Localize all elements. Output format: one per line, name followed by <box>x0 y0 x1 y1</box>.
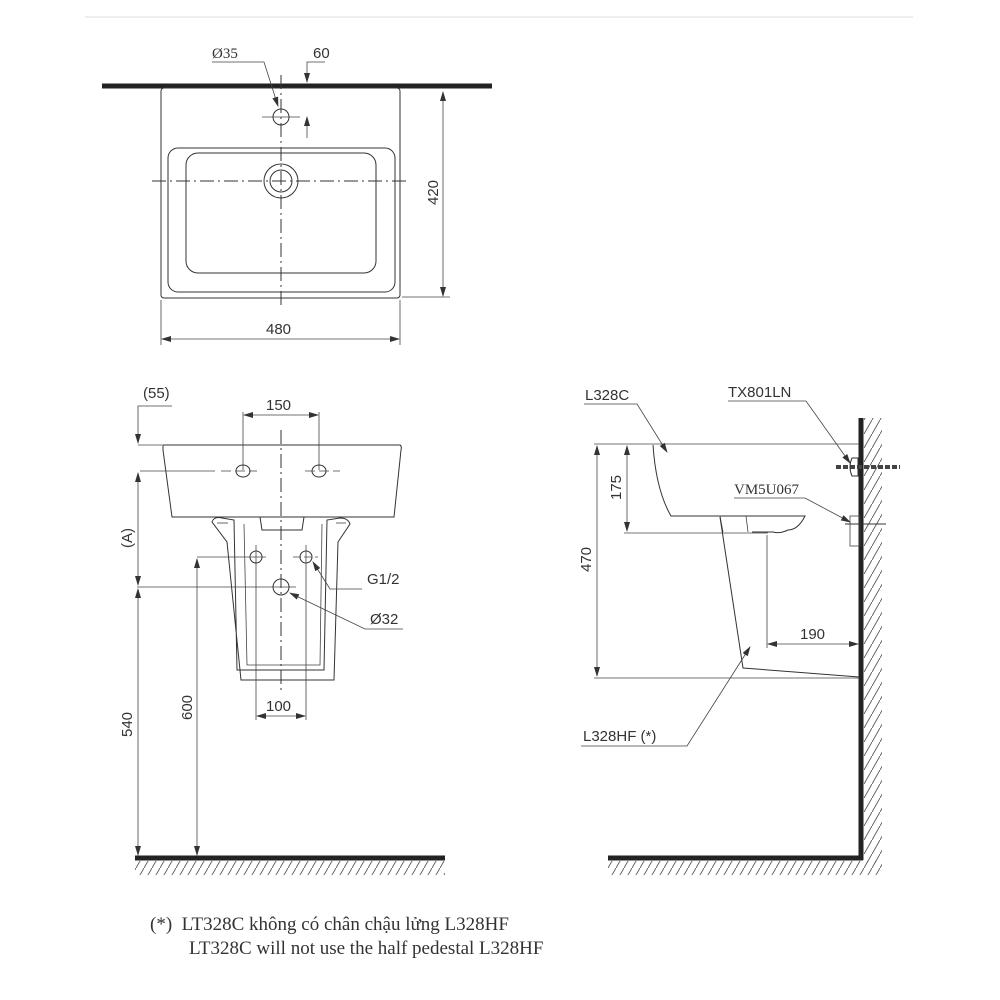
footnote: (*) LT328C không có chân chậu lửng L328H… <box>150 913 543 961</box>
top-view: Ø35 60 420 480 <box>102 45 492 345</box>
supply-spacing-label: 100 <box>266 698 291 715</box>
bracket-model-label: TX801LN <box>728 384 791 401</box>
wall-hatch <box>864 418 882 863</box>
fixing-model-label: VM5U067 <box>734 482 800 498</box>
hole-offset-label: 60 <box>313 45 330 62</box>
pedestal-side <box>719 516 860 678</box>
drain-diameter-label: Ø32 <box>370 611 398 628</box>
drain-height-label: 600 <box>179 695 196 720</box>
width-label: 480 <box>266 321 291 338</box>
basin-front <box>162 444 402 518</box>
pedestal-model-label: L328HF (*) <box>583 728 656 745</box>
footnote-marker: (*) <box>150 914 173 935</box>
side-view: 175 470 190 TX801LN VM5U067 L328C L328HF… <box>578 384 900 875</box>
footnote-line-1: (*) LT328C không có chân chậu lửng L328H… <box>150 913 543 937</box>
basin-depth-label: 175 <box>608 475 625 500</box>
footnote-vi: LT328C không có chân chậu lửng L328HF <box>181 914 509 935</box>
footnote-en: LT328C will not use the half pedestal L3… <box>189 938 544 959</box>
depth-label: 420 <box>425 180 442 205</box>
top-offset-label: (55) <box>143 385 170 402</box>
supply-height-label: 540 <box>119 712 136 737</box>
supply-thread-label: G1/2 <box>367 571 400 588</box>
pedestal-front <box>211 517 351 681</box>
basin-model-label: L328C <box>585 387 629 404</box>
height-a-label: (A) <box>119 528 136 548</box>
basin-side <box>652 444 806 534</box>
pedestal-height-label: 470 <box>578 547 595 572</box>
front-view: (55) 150 G1/2 <box>119 385 445 875</box>
floor-hatch <box>135 861 445 875</box>
hole-diameter-label: Ø35 <box>212 46 238 62</box>
basin-outline <box>160 87 401 299</box>
wall-offset-label: 190 <box>800 626 825 643</box>
tap-spacing-label: 150 <box>266 397 291 414</box>
